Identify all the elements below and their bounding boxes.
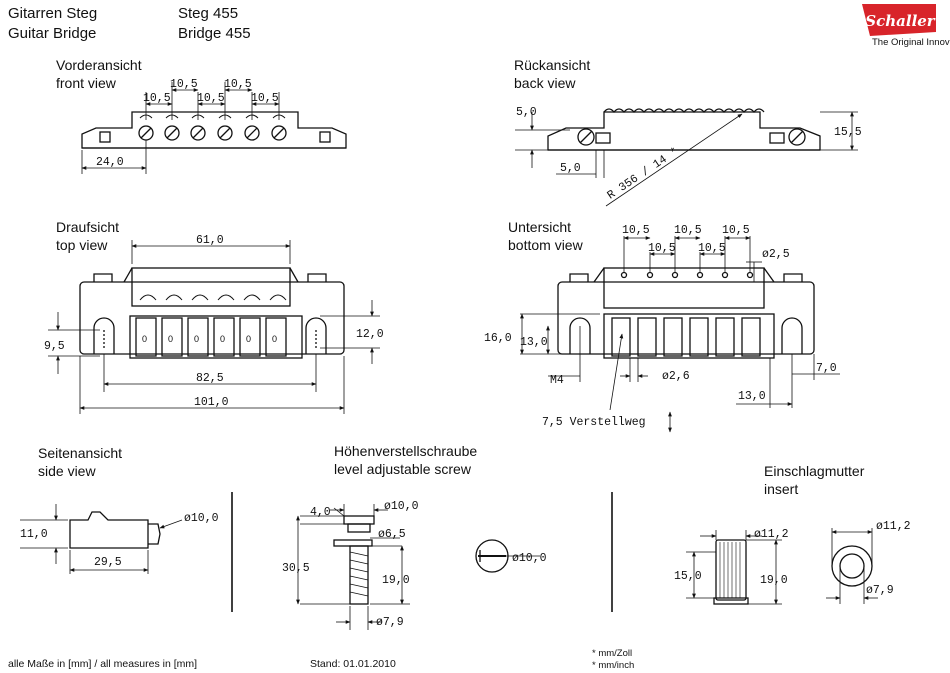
screw-dim-d7-9: ø7,9 <box>376 616 404 629</box>
brand-logo: Schaller The Original Innovators <box>856 4 950 48</box>
insert-dim-d11-2: ø11,2 <box>754 528 789 541</box>
bot-travel-label: 7,5 Verstellweg <box>542 416 646 429</box>
footer-date: Stand: 01.01.2010 <box>310 658 396 670</box>
bot-dim-13: 13,0 <box>520 336 548 349</box>
insert-side-drawing <box>713 539 749 605</box>
side-dim-d10: ø10,0 <box>184 512 219 525</box>
insert-top-dim-d11-2: ø11,2 <box>876 520 911 533</box>
insert-top-drawing <box>831 545 873 587</box>
top-dim-61: 61,0 <box>196 234 224 247</box>
side-view-title-de: Seitenansicht <box>38 445 123 461</box>
footer-note-1: * mm/Zoll <box>592 648 633 659</box>
top-dim-101: 101,0 <box>194 396 229 409</box>
front-dim-4: 10,5 <box>224 78 252 91</box>
screw-dim-19: 19,0 <box>382 574 410 587</box>
side-view-title-en: side view <box>38 463 96 479</box>
front-dim-3: 10,5 <box>197 92 225 105</box>
front-view-title-de: Vorderansicht <box>56 57 142 73</box>
bot-dim-13-b: 13,0 <box>738 390 766 403</box>
side-dim-29-5: 29,5 <box>94 556 122 569</box>
back-dim-5a: 5,0 <box>516 106 537 119</box>
screw-dim-d10: ø10,0 <box>384 500 419 513</box>
screw-title-de: Höhenverstellschraube <box>334 443 478 459</box>
front-dim-2: 10,5 <box>170 78 198 91</box>
bot-dim-1: 10,5 <box>622 224 650 237</box>
screw-dim-4: 4,0 <box>310 506 331 519</box>
model-en: Bridge 455 <box>178 25 251 42</box>
insert-dim-19: 19,0 <box>760 574 788 587</box>
top-dim-12: 12,0 <box>356 328 384 341</box>
top-view-title-en: top view <box>56 237 108 253</box>
bot-dim-16: 16,0 <box>484 332 512 345</box>
back-view-drawing <box>547 108 821 151</box>
back-dim-15-5: 15,5 <box>834 126 862 139</box>
screw-head-drawing <box>475 539 540 573</box>
front-view-title-en: front view <box>56 75 116 91</box>
front-dim-1: 10,5 <box>143 92 171 105</box>
saddle-label: 0 <box>220 334 226 344</box>
bottom-view-title-de: Untersicht <box>508 219 572 235</box>
bot-dim-3: 10,5 <box>674 224 702 237</box>
side-dim-11: 11,0 <box>20 528 48 541</box>
saddle-label: 0 <box>272 334 278 344</box>
bot-dim-d2-6: ø2,6 <box>662 370 690 383</box>
bot-dim-7: 7,0 <box>816 362 837 375</box>
top-view-title-de: Draufsicht <box>56 219 120 235</box>
top-dim-9-5: 9,5 <box>44 340 65 353</box>
saddle-label: 0 <box>142 334 148 344</box>
bot-dim-m4: M4 <box>550 374 564 387</box>
insert-dim-15: 15,0 <box>674 570 702 583</box>
insert-title-en: insert <box>764 481 799 497</box>
footer-measures: alle Maße in [mm] / all measures in [mm] <box>8 658 198 670</box>
bot-dim-2: 10,5 <box>648 242 676 255</box>
screw-title-en: level adjustable screw <box>334 461 471 477</box>
screw-head-dim-d10: ø10,0 <box>512 552 547 565</box>
logo-tagline: The Original Innovators <box>872 37 950 48</box>
back-view-title-de: Rückansicht <box>514 57 591 73</box>
title-de: Gitarren Steg <box>8 5 98 22</box>
top-dim-82-5: 82,5 <box>196 372 224 385</box>
insert-title-de: Einschlagmutter <box>764 463 865 479</box>
footer-note-2: * mm/inch <box>592 660 635 671</box>
screw-dim-d6-5: ø6,5 <box>378 528 406 541</box>
bot-dim-4: 10,5 <box>698 242 726 255</box>
saddle-label: 0 <box>194 334 200 344</box>
bottom-view-drawing <box>557 267 815 359</box>
model-de: Steg 455 <box>178 5 239 22</box>
screw-drawing <box>333 515 375 605</box>
front-dim-5: 10,5 <box>251 92 279 105</box>
front-dim-24: 24,0 <box>96 156 124 169</box>
saddle-label: 0 <box>168 334 174 344</box>
back-view-title-en: back view <box>514 75 576 91</box>
top-view-drawing <box>79 267 345 359</box>
insert-top-dim-d7-9: ø7,9 <box>866 584 894 597</box>
bot-dim-5: 10,5 <box>722 224 750 237</box>
bot-dim-d2-5: ø2,5 <box>762 248 790 261</box>
front-view-drawing <box>81 111 347 149</box>
bottom-view-title-en: bottom view <box>508 237 583 253</box>
screw-dim-30-5: 30,5 <box>282 562 310 575</box>
svg-text:Schaller: Schaller <box>865 12 936 30</box>
back-dim-5b: 5,0 <box>560 162 581 175</box>
saddle-label: 0 <box>246 334 252 344</box>
title-en: Guitar Bridge <box>8 25 97 42</box>
side-view-drawing <box>69 511 161 549</box>
